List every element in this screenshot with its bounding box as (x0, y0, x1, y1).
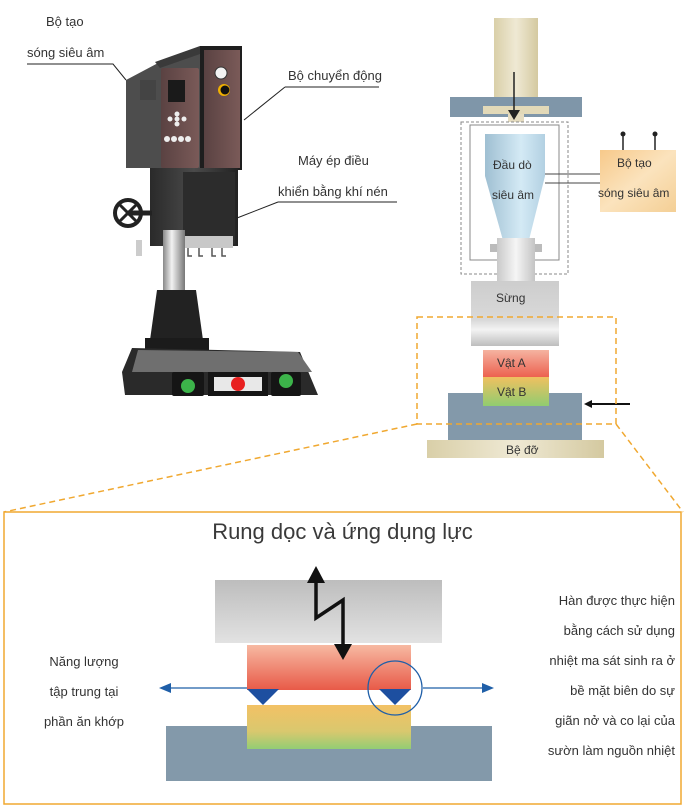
machine-column (163, 230, 185, 292)
left-explanation: Năng lượng tập trung tại phần ăn khớp (14, 647, 154, 737)
arrow-right (482, 683, 494, 693)
label-base: Bệ đỡ (506, 443, 539, 457)
detail-illustration (159, 566, 494, 781)
detail-part-a (247, 645, 411, 690)
detail-part-b (247, 705, 411, 749)
zoom-indicator (3, 316, 684, 513)
welding-machine-illustration (113, 46, 318, 396)
arrow-left (159, 683, 171, 693)
hand-wheel (113, 198, 152, 228)
label-horn: Sừng (496, 291, 526, 305)
vent-grille (140, 80, 156, 100)
right-text-line: Hàn được thực hiện (558, 593, 675, 608)
base-plate (427, 440, 604, 458)
label-transducer-line1: Đầu dò (493, 158, 532, 172)
label-schematic-generator-line2: sóng siêu âm (598, 186, 670, 200)
detail-title: Rung dọc và ứng dụng lực (212, 519, 473, 544)
label-schematic-generator-line1: Bộ tạo (617, 156, 652, 170)
label-generator-line2: sóng siêu âm (27, 45, 105, 60)
transducer (485, 134, 545, 244)
part-a (483, 350, 549, 378)
label-part-b: Vật B (497, 385, 527, 399)
machine-leader-lines (27, 63, 397, 219)
left-text-line: Năng lượng (49, 654, 119, 669)
right-text-line: sườn làm nguồn nhiệt (547, 743, 675, 758)
label-generator-line1: Bộ tạo (46, 14, 84, 29)
label-press-line1: Máy ép điều (298, 153, 369, 168)
right-text-line: nhiệt ma sát sinh ra ở (549, 653, 675, 668)
ultrasonic-schematic (427, 18, 676, 458)
pneumatic-cylinder (494, 18, 538, 108)
label-converter: Bộ chuyển động (288, 68, 382, 83)
horn (471, 281, 559, 346)
display-screen (168, 80, 185, 102)
label-part-a: Vật A (497, 356, 526, 370)
left-text-line: tập trung tại (49, 684, 119, 699)
generator-box (600, 150, 676, 212)
right-text-line: bằng cách sử dụng (563, 623, 675, 638)
right-text-line: bề mặt biên do sự (570, 683, 675, 698)
right-explanation: Hàn được thực hiện bằng cách sử dụng nhi… (510, 586, 675, 766)
red-stop-button (231, 377, 245, 391)
right-text-line: giãn nở và co lại của (555, 713, 675, 728)
energy-director-left (247, 689, 279, 705)
green-button-left (181, 379, 195, 393)
highlight-circle (367, 660, 423, 716)
label-transducer-line2: siêu âm (492, 188, 535, 202)
energy-director-right (379, 689, 411, 705)
left-text-line: phần ăn khớp (43, 714, 125, 729)
label-press-line2: khiển bằng khí nén (278, 184, 388, 199)
vibration-arrow (314, 580, 345, 648)
green-button-right (279, 374, 293, 388)
